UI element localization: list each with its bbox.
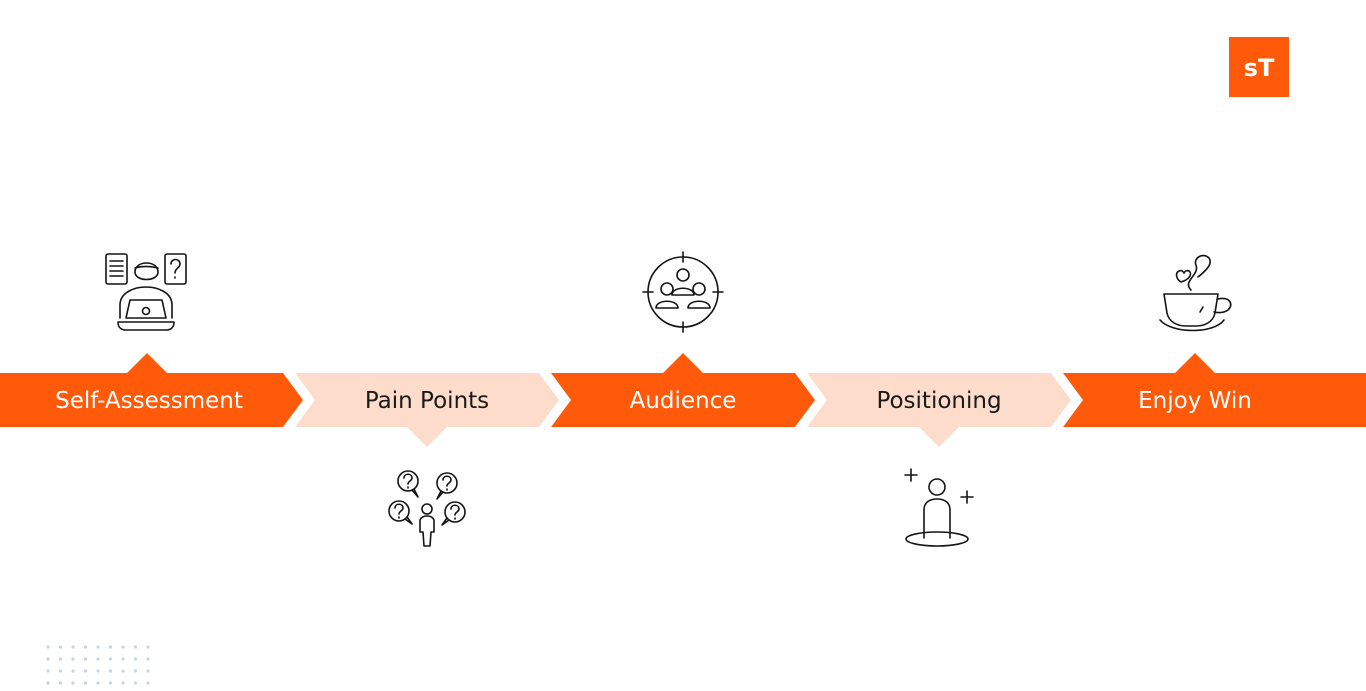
decorative-dot [133,681,138,685]
decorative-dot [96,645,100,649]
decorative-dot [133,657,138,661]
decorative-dot [71,657,75,661]
step-pointer [919,427,959,447]
decorative-dot [133,645,138,649]
decorative-dot [121,657,125,661]
target-audience-icon [642,251,724,333]
decorative-dot [108,657,113,661]
decorative-dot [108,669,113,673]
decorative-dot [108,645,113,649]
person-question-bubbles-icon [388,470,466,547]
decorative-dot [121,669,125,673]
decorative-dot [46,657,50,661]
step-label: Pain Points [365,388,489,414]
step-arrow [295,373,559,427]
step-self-assessment: Self-Assessment [0,353,303,427]
decorative-dot [146,645,150,649]
step-arrow [807,373,1071,427]
decorative-dot [71,645,75,649]
step-label: Audience [630,388,737,414]
decorative-dot-grid [46,645,150,685]
decorative-dot [83,669,88,673]
step-pointer [407,427,447,447]
step-pointer [1175,353,1215,373]
step-pain-points: Pain Points [295,373,559,447]
step-pointer [663,353,703,373]
decorative-dot [96,669,100,673]
decorative-dot [46,681,50,685]
decorative-dot [121,681,125,685]
step-arrow [0,373,303,427]
decorative-dot [58,657,63,661]
decorative-dot [71,669,75,673]
decorative-dot [108,681,113,685]
decorative-dot [146,681,150,685]
step-label: Positioning [876,388,1001,414]
step-label: Enjoy Win [1138,388,1252,414]
decorative-dot [121,645,125,649]
decorative-dot [83,681,88,685]
decorative-dot [58,681,63,685]
decorative-dot [96,681,100,685]
coffee-cup-heart-icon [1159,254,1232,332]
decorative-dot [146,657,150,661]
decorative-dot [58,669,63,673]
step-pointer [127,353,167,373]
decorative-dot [71,681,75,685]
step-arrow [1063,373,1366,427]
step-positioning: Positioning [807,373,1071,447]
logo-text: sT [1244,54,1275,82]
decorative-dot [146,669,150,673]
decorative-dot [58,645,63,649]
brand-logo: sT [1229,37,1289,97]
decorative-dot [46,645,50,649]
decorative-dot [133,669,138,673]
decorative-dot [46,669,50,673]
person-laptop-question-icon [105,253,187,331]
decorative-dot [96,657,100,661]
step-label: Self-Assessment [55,388,243,414]
person-pedestal-icon [904,468,974,547]
decorative-dot [83,645,88,649]
step-arrow [551,373,815,427]
step-audience: Audience [551,353,815,427]
step-enjoy-win: Enjoy Win [1063,353,1366,427]
decorative-dot [83,657,88,661]
